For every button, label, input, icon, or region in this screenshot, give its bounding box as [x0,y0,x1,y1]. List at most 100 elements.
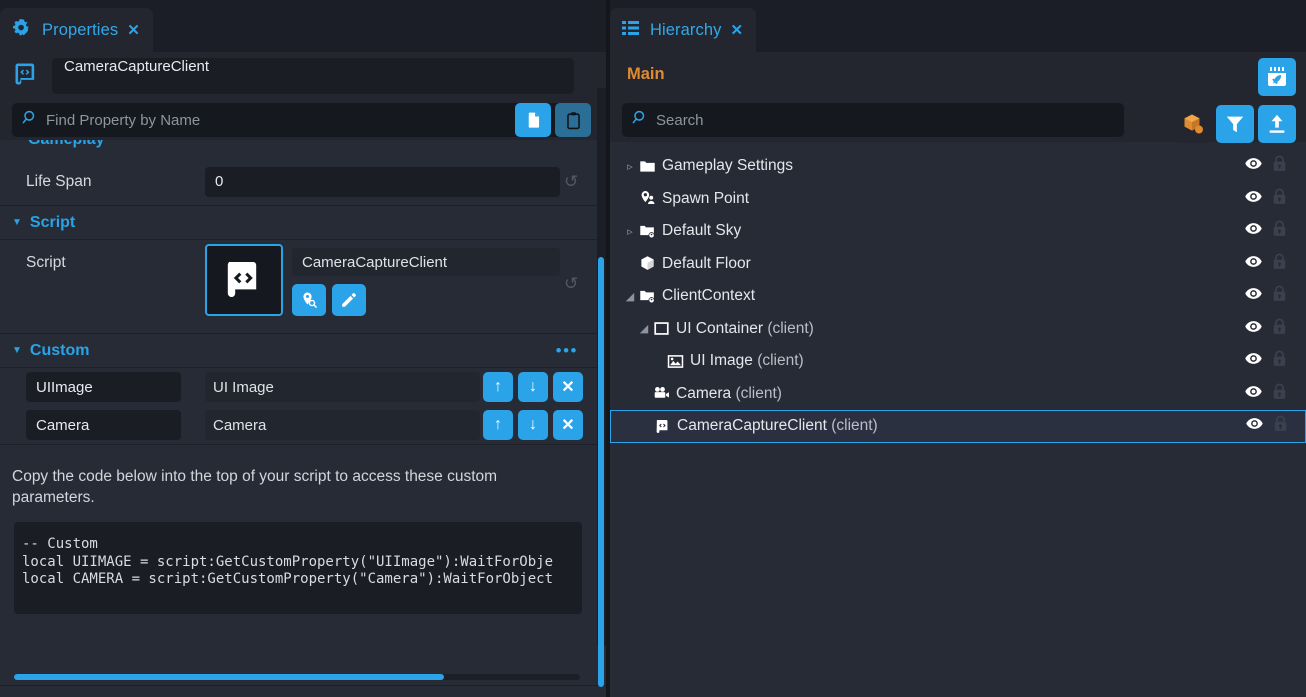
lock-icon[interactable] [1272,285,1287,307]
tree-row[interactable]: Spawn Point [610,183,1306,216]
reset-icon[interactable]: ↺ [564,274,579,293]
tree-row-label: CameraCaptureClient (client) [677,417,878,435]
move-down-button[interactable]: ↓ [518,372,548,402]
lock-icon[interactable] [1272,383,1287,405]
section-custom-label: Custom [29,341,90,359]
tab-properties-label: Properties [42,20,119,39]
tree-row-label: UI Container (client) [676,319,814,337]
script-asset-thumbnail[interactable] [205,244,283,316]
tree-row-selected[interactable]: CameraCaptureClient (client) [610,410,1306,443]
move-up-button[interactable]: ↑ [483,410,513,440]
close-icon[interactable]: ✕ [730,21,744,39]
panel-divider[interactable] [606,0,610,697]
custom-code-snippet[interactable]: -- Custom local UIIMAGE = script:GetCust… [14,522,582,614]
visible-icon[interactable] [1246,417,1263,435]
chevron-down-icon[interactable]: ▼ [12,217,22,228]
hierarchy-root-label: Main [627,65,665,83]
group-folder-icon [639,288,656,305]
tree-row[interactable]: ▹Gameplay Settings [610,150,1306,183]
properties-vertical-scrollbar-thumb[interactable] [598,257,604,687]
remove-property-button[interactable]: ✕ [553,410,583,440]
visible-icon[interactable] [1245,190,1262,208]
life-span-input[interactable]: 0 [205,166,560,197]
property-row-script: Script CameraCaptureClient [0,240,598,334]
publish-button[interactable] [1258,105,1296,143]
tree-row[interactable]: Default Floor [610,248,1306,281]
find-script-button[interactable] [292,284,326,316]
chevron-down-icon[interactable]: ▼ [12,345,22,356]
properties-footer: Add Custom Property [0,685,606,697]
visible-icon[interactable] [1245,320,1262,338]
tree-row[interactable]: UI Image (client) [610,345,1306,378]
ui-container-icon [653,320,670,337]
reset-icon[interactable]: ↺ [564,171,579,191]
horizontal-scrollbar[interactable] [14,674,580,680]
folder-icon [639,158,656,175]
search-icon [632,109,649,131]
twisty-icon[interactable]: ◢ [639,323,649,336]
section-gameplay-header[interactable]: Gameplay [0,140,598,158]
tree-row[interactable]: ◢ UI Container (client) [610,313,1306,346]
properties-scroll-area[interactable]: Gameplay Life Span 0 ↺ ▼ Script Script [0,140,598,648]
search-placeholder: Find Property by Name [46,111,201,129]
twisty-icon[interactable]: ▹ [627,160,633,173]
custom-property-value[interactable]: Camera [205,410,480,440]
move-up-button[interactable]: ↑ [483,372,513,402]
visible-icon[interactable] [1245,352,1262,370]
remove-property-button[interactable]: ✕ [553,372,583,402]
section-script-label: Script [29,213,76,231]
tree-row-label: Spawn Point [662,189,750,207]
visible-icon[interactable] [1245,157,1262,175]
horizontal-scrollbar-thumb[interactable] [14,674,444,680]
hierarchy-header: Main [610,52,1306,100]
twisty-icon[interactable]: ◢ [625,290,635,303]
custom-property-row: UIImage UI Image ↑ ↓ ✕ [0,368,598,406]
tree-row-label: Camera (client) [676,384,782,402]
create-prefab-button[interactable] [1258,58,1296,96]
edit-script-button[interactable] [332,284,366,316]
search-input[interactable]: Find Property by Name [12,103,590,137]
overflow-menu-icon[interactable]: ••• [555,340,578,360]
hierarchy-panel: Main Search [610,52,1306,697]
tab-properties[interactable]: Properties ✕ [0,8,153,52]
copy-properties-button[interactable] [515,103,551,137]
tab-hierarchy[interactable]: Hierarchy ✕ [610,8,757,52]
visible-icon[interactable] [1245,222,1262,240]
custom-property-row: Camera Camera ↑ ↓ ✕ [0,406,598,444]
custom-property-key[interactable]: UIImage [26,372,181,402]
visible-icon[interactable] [1245,287,1262,305]
visible-icon[interactable] [1245,255,1262,273]
group-folder-icon [639,223,656,240]
lock-icon[interactable] [1272,188,1287,210]
custom-property-value[interactable]: UI Image [205,372,480,402]
lock-icon[interactable] [1272,253,1287,275]
tree-row[interactable]: ◢ClientContext [610,280,1306,313]
gear-wrench-icon [11,17,33,44]
section-script-header[interactable]: ▼ Script [0,206,598,240]
twisty-icon[interactable]: ▹ [627,225,633,238]
lock-icon[interactable] [1272,350,1287,372]
lock-icon[interactable] [1272,220,1287,242]
move-down-button[interactable]: ↓ [518,410,548,440]
script-value-field[interactable]: CameraCaptureClient [292,248,560,276]
script-icon [12,60,40,93]
custom-help-text: Copy the code below into the top of your… [12,468,498,506]
custom-property-key[interactable]: Camera [26,410,181,440]
tree-row[interactable]: ▹Default Sky [610,215,1306,248]
hierarchy-search-input[interactable]: Search [622,103,1124,137]
object-name-input[interactable]: CameraCaptureClient [52,58,574,94]
tree-row-label: Default Floor [662,254,751,272]
section-custom-header[interactable]: ▼ Custom ••• [0,334,598,368]
context-cube-button[interactable] [1174,105,1212,143]
close-icon[interactable]: ✕ [127,21,140,39]
paste-properties-button[interactable] [555,103,591,137]
filter-button[interactable] [1216,105,1254,143]
visible-icon[interactable] [1245,385,1262,403]
lock-icon[interactable] [1272,318,1287,340]
cube-icon [639,255,656,272]
lock-icon[interactable] [1273,415,1288,437]
camera-icon [653,385,670,402]
tree-row[interactable]: Camera (client) [610,378,1306,411]
lock-icon[interactable] [1272,155,1287,177]
